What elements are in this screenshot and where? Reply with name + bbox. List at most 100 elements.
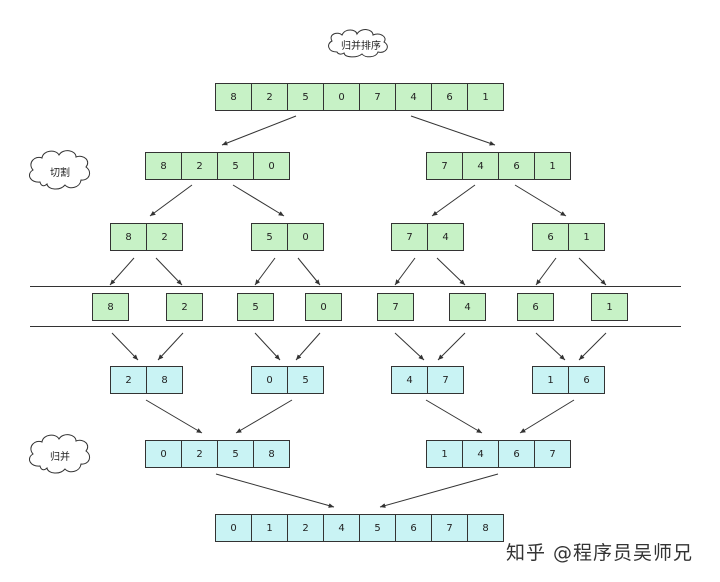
singles-array-4: 7 [377,293,414,321]
array-cell: 0 [215,514,252,542]
array-cell: 2 [251,83,288,111]
array-cell: 2 [166,293,203,321]
flow-arrow [145,399,203,434]
array-cell: 1 [532,366,569,394]
merge-label: 归并 [50,451,70,463]
array-cell: 6 [395,514,432,542]
array-cell: 7 [534,440,571,468]
array-cell: 0 [287,223,324,251]
array-cell: 1 [568,223,605,251]
flow-arrow [431,184,476,217]
array-cell: 5 [251,223,288,251]
array-cell: 4 [323,514,360,542]
array-cell: 8 [110,223,147,251]
flow-arrow [235,399,293,434]
flow-arrow [519,399,575,434]
flow-arrow [232,184,285,217]
array-cell: 5 [217,440,254,468]
split-cloud-shape [29,150,91,190]
array-cell: 4 [449,293,486,321]
array-cell: 8 [215,83,252,111]
merge-cloud-shape [29,434,91,474]
flow-arrow [155,257,183,286]
array-cell: 8 [467,514,504,542]
array-cell: 6 [568,366,605,394]
flow-arrow [394,332,425,361]
array-cell: 2 [181,152,218,180]
singles-array-2: 5 [237,293,274,321]
array-cell: 0 [145,440,182,468]
array-cell: 8 [146,366,183,394]
flow-arrow [149,184,193,217]
array-cell: 6 [498,440,535,468]
flow-arrow [578,257,607,286]
watermark: 知乎 @程序员吴师兄 [506,542,694,564]
array-cell: 6 [431,83,468,111]
singles-array-7: 1 [591,293,628,321]
array-cell: 7 [431,514,468,542]
array-cell: 1 [591,293,628,321]
singles-array-1: 2 [166,293,203,321]
array-cell: 5 [287,366,324,394]
array-cell: 6 [517,293,554,321]
flow-arrow [394,257,416,286]
flow-arrow [215,473,335,508]
array-cell: 2 [181,440,218,468]
array-cell: 2 [146,223,183,251]
array-cell: 7 [427,366,464,394]
array-cell: 7 [426,152,463,180]
divider-bottom [30,326,681,327]
array-cell: 8 [145,152,182,180]
array-cell: 1 [534,152,571,180]
array-cell: 4 [462,152,499,180]
array-cell: 0 [251,366,288,394]
flow-arrow [157,332,184,361]
array-cell: 5 [237,293,274,321]
flow-arrow [111,332,139,361]
array-cell: 0 [253,152,290,180]
array-cell: 0 [305,293,342,321]
array-cell: 7 [359,83,396,111]
flow-arrow [578,332,607,361]
title-cloud-shape [328,29,388,58]
flow-arrow [254,257,276,286]
flow-arrow [297,257,321,286]
singles-array-6: 6 [517,293,554,321]
title-label: 归并排序 [341,40,381,52]
flow-arrow [436,257,466,286]
array-cell: 4 [462,440,499,468]
array-cell: 4 [391,366,428,394]
flow-arrow [535,257,557,286]
array-cell: 5 [359,514,396,542]
flow-arrow [254,332,281,361]
array-cell: 1 [467,83,504,111]
array-cell: 4 [427,223,464,251]
array-cell: 8 [92,293,129,321]
array-cell: 2 [110,366,147,394]
array-cell: 6 [498,152,535,180]
flow-arrow [109,257,135,286]
flow-arrow [410,115,496,146]
array-cell: 8 [253,440,290,468]
array-cell: 1 [251,514,288,542]
array-cell: 7 [391,223,428,251]
singles-array-5: 4 [449,293,486,321]
flow-arrow [295,332,321,361]
flow-arrow [221,115,297,146]
array-cell: 5 [217,152,254,180]
array-cell: 7 [377,293,414,321]
array-cell: 2 [287,514,324,542]
